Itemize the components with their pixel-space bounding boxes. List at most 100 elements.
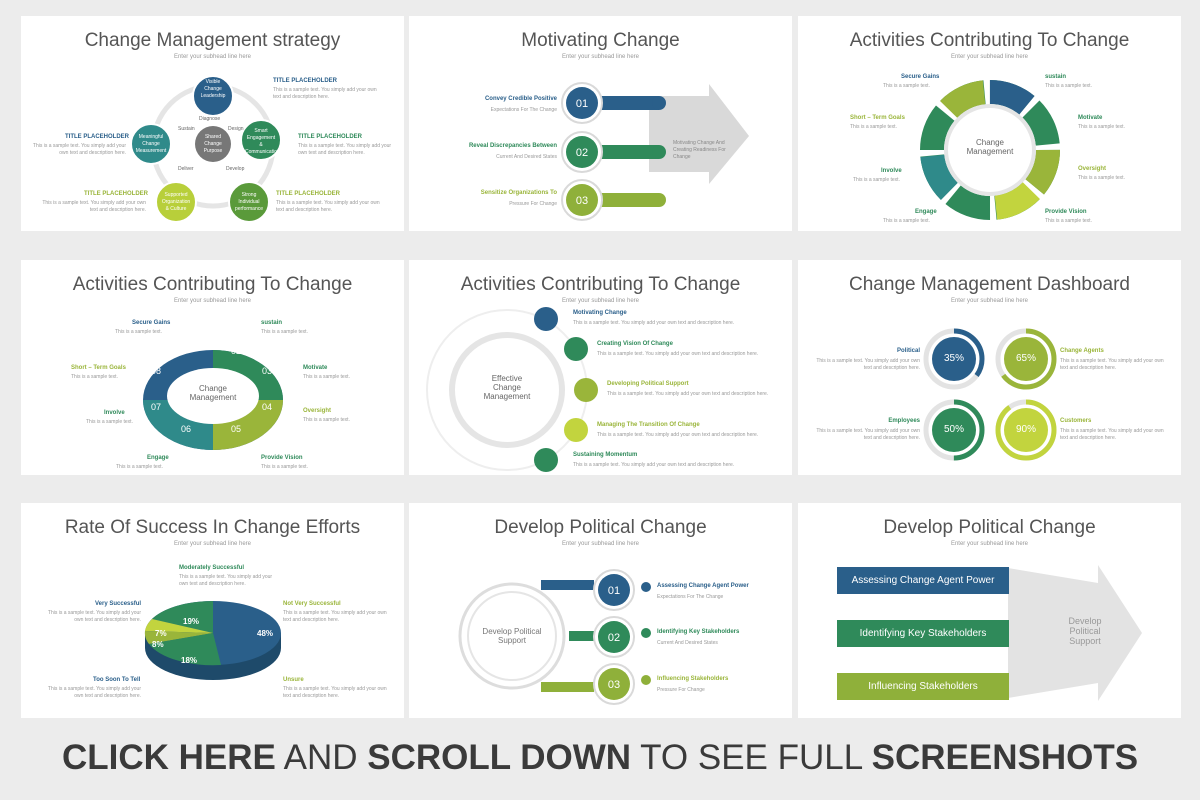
text-engage: This is a sample text. — [116, 464, 163, 470]
bar-identifying: Identifying Key Stakeholders — [837, 620, 1009, 647]
label-short-term-goals: Short – Term Goals — [850, 115, 905, 121]
gauge-value-customers: 90% — [1015, 424, 1036, 435]
slide-subhead: Enter your subhead line here — [561, 54, 640, 60]
footer-text-and: AND — [275, 738, 368, 777]
placeholder-title-3: TITLE PLACEHOLDER — [276, 191, 340, 197]
gauge-text-change-agents: This is a sample text. You simply add yo… — [1060, 358, 1164, 371]
slide-title: Activities Contributing To Change — [460, 274, 741, 295]
footer-click-here[interactable]: CLICK HERE — [61, 738, 276, 777]
gauge-text-political: This is a sample text. You simply add yo… — [816, 358, 920, 371]
item-creating-vision: Creating Vision Of Change — [597, 341, 673, 347]
item-sub-1: Expectations For The Change — [657, 594, 724, 600]
text-involve: This is a sample text. — [86, 419, 133, 425]
step-head-2: Reveal Discrepancies Between — [468, 143, 557, 149]
footer-screenshots: SCREENSHOTS — [871, 738, 1139, 777]
activities-number-ring — [143, 350, 283, 450]
step-head-1: Convey Credible Positive — [484, 96, 557, 102]
slide-activities-list[interactable]: Activities Contributing To Change Enter … — [409, 260, 792, 475]
gauge-label-employees: Employees — [888, 418, 920, 424]
item-text-5: This is a sample text. You simply add yo… — [573, 462, 735, 468]
label-motivate: Motivate — [303, 365, 328, 371]
motivating-arrow-diagram — [561, 82, 749, 221]
ring-num-02: 02 — [231, 346, 242, 356]
item-developing-support: Developing Political Support — [607, 381, 689, 387]
step-number-02: 02 — [607, 632, 621, 644]
text-motivate: This is a sample text. — [1078, 124, 1125, 130]
label-oversight: Oversight — [303, 408, 332, 414]
item-head-2: Identifying Key Stakeholders — [657, 629, 740, 635]
political-bars-arrow — [1008, 565, 1142, 701]
item-motivating-change: Motivating Change — [573, 310, 627, 316]
slide-motivating-change[interactable]: Motivating Change Enter your subhead lin… — [409, 16, 792, 231]
slide-activities-ring-numbers[interactable]: Activities Contributing To Change Enter … — [21, 260, 404, 475]
gauge-label-change-agents: Change Agents — [1060, 348, 1104, 354]
slide-subhead: Enter your subhead line here — [561, 541, 640, 547]
footer-call-to-action[interactable]: CLICK HERE AND SCROLL DOWN TO SEE FULL S… — [0, 738, 1200, 778]
step-sub-1: Expectations For The Change — [490, 107, 557, 113]
text-engage: This is a sample text. — [883, 218, 930, 224]
placeholder-text-2: This is a sample text. You simply add yo… — [298, 143, 392, 156]
bar-assessing: Assessing Change Agent Power — [837, 567, 1009, 594]
placeholder-text-3: This is a sample text. You simply add yo… — [276, 200, 380, 213]
arrow-deliver: Deliver — [178, 166, 194, 172]
placeholder-title-1: TITLE PLACEHOLDER — [273, 78, 337, 84]
item-head-3: Influencing Stakeholders — [657, 676, 729, 682]
gauge-fill — [1004, 408, 1048, 452]
slide-subhead: Enter your subhead line here — [950, 54, 1029, 60]
center-shared-purpose: Shared Change Purpose — [203, 134, 223, 154]
text-provide-vision: This is a sample text. — [1045, 218, 1092, 224]
slide-subhead: Enter your subhead line here — [173, 541, 252, 547]
text-sustain: This is a sample text. — [261, 329, 308, 335]
text-short-term-goals: This is a sample text. — [71, 374, 118, 380]
slide-develop-political-change-1[interactable]: Develop Political Change Enter your subh… — [409, 503, 792, 718]
label-engage: Engage — [915, 209, 937, 215]
slide-title: Motivating Change — [521, 30, 680, 51]
placeholder-title-5: TITLE PLACEHOLDER — [65, 134, 129, 140]
gauge-fill — [1004, 337, 1048, 381]
gauge-progress-arc — [923, 399, 985, 461]
item-sub-3: Pressure For Change — [657, 687, 705, 693]
item-text-1: This is a sample text. You simply add yo… — [573, 320, 735, 326]
step-sub-2: Current And Desired States — [496, 154, 557, 160]
label-motivate: Motivate — [1078, 115, 1103, 121]
placeholder-title-4: TITLE PLACEHOLDER — [84, 191, 148, 197]
slide-develop-political-change-2[interactable]: Develop Political Change Enter your subh… — [798, 503, 1181, 718]
success-pie-chart — [144, 601, 281, 680]
ring-num-05: 05 — [231, 424, 242, 434]
gauge-label-political: Political — [896, 348, 920, 354]
slide-dashboard[interactable]: Change Management Dashboard Enter your s… — [798, 260, 1181, 475]
label-too-soon: Too Soon To Tell — [93, 677, 141, 683]
gauge-progress-arc — [923, 328, 985, 390]
ring-num-07: 07 — [151, 402, 162, 412]
label-provide-vision: Provide Vision — [261, 455, 303, 461]
item-sustaining-momentum: Sustaining Momentum — [573, 452, 638, 458]
gauge-value-employees: 50% — [943, 424, 964, 435]
footer-text-see: TO SEE FULL — [631, 738, 872, 777]
text-sustain: This is a sample text. — [1045, 83, 1092, 89]
circle-smart-engagement: Smart Engagement & Communication — [245, 128, 280, 155]
slide-title: Activities Contributing To Change — [72, 274, 353, 295]
label-secure-gains: Secure Gains — [132, 320, 171, 326]
step-head-3: Sensitize Organizations To — [480, 190, 557, 196]
item-text-3: This is a sample text. You simply add yo… — [607, 391, 769, 397]
item-managing-transition: Managing The Transition Of Change — [597, 422, 700, 428]
text-oversight: This is a sample text. — [303, 417, 350, 423]
placeholder-text-4: This is a sample text. You simply add yo… — [42, 200, 146, 213]
text-secure-gains: This is a sample text. — [883, 83, 930, 89]
arrow-sustain: Sustain — [178, 126, 195, 132]
slide-activities-ring-icons[interactable]: Activities Contributing To Change Enter … — [798, 16, 1181, 231]
pie-value-8: 8% — [152, 640, 164, 649]
item-text-4: This is a sample text. You simply add yo… — [597, 432, 759, 438]
slide-rate-of-success[interactable]: Rate Of Success In Change Efforts Enter … — [21, 503, 404, 718]
circle-strong-performance: Strong Individual performance — [234, 192, 264, 212]
label-very-successful: Very Successful — [95, 601, 142, 607]
label-sustain: sustain — [261, 320, 283, 326]
gauge-value-political: 35% — [943, 353, 964, 364]
gauge-progress-arc — [995, 399, 1057, 461]
pie-value-18: 18% — [181, 656, 198, 665]
label-provide-vision: Provide Vision — [1045, 209, 1087, 215]
slide-change-management-strategy[interactable]: Change Management strategy Enter your su… — [21, 16, 404, 231]
slide-subhead: Enter your subhead line here — [950, 541, 1029, 547]
step-number-01: 01 — [575, 98, 589, 110]
pie-value-48: 48% — [257, 629, 274, 638]
